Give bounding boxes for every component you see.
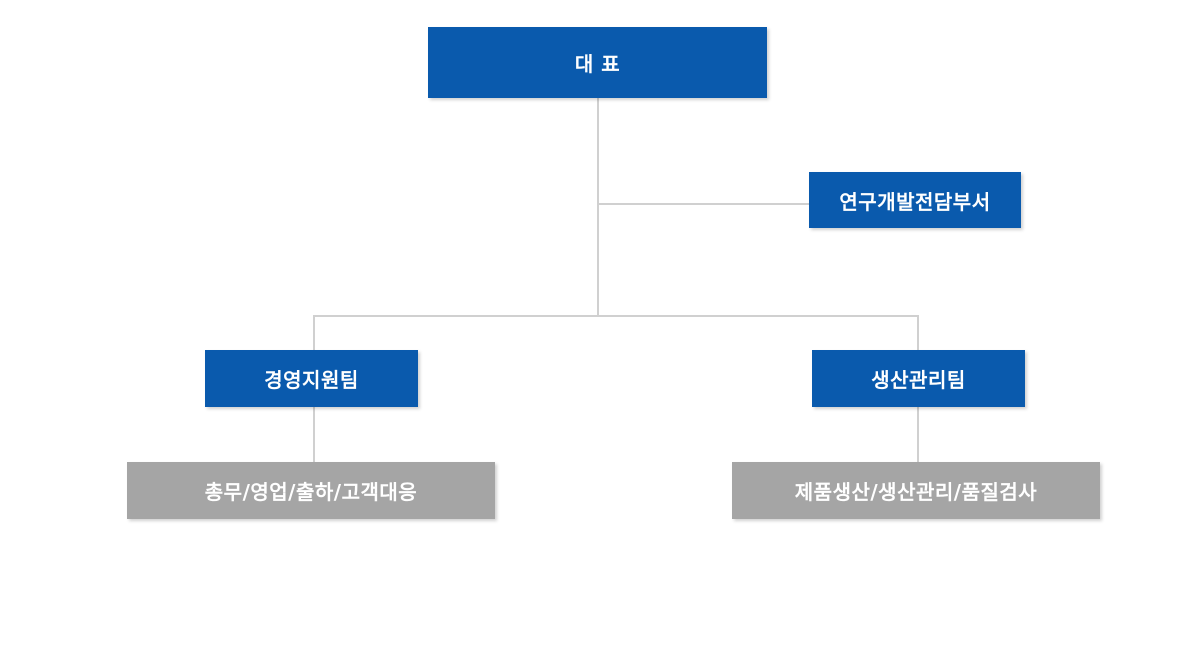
ceo-box: 대 표	[428, 27, 767, 98]
connector-teams-horizontal	[313, 315, 919, 317]
management-support-duties-label: 총무/영업/출하/고객대응	[204, 480, 418, 504]
connector-right-team	[917, 315, 919, 351]
rnd-department-label: 연구개발전담부서	[839, 189, 991, 214]
connector-left-team	[313, 315, 315, 351]
connector-rnd-branch	[598, 203, 810, 205]
rnd-department-box: 연구개발전담부서	[809, 172, 1021, 228]
management-support-team-box: 경영지원팀	[205, 350, 418, 407]
production-management-duties-label: 제품생산/생산관리/품질검사	[794, 480, 1038, 504]
ceo-label: 대 표	[574, 52, 621, 76]
management-support-duties-box: 총무/영업/출하/고객대응	[127, 462, 495, 519]
production-management-duties-box: 제품생산/생산관리/품질검사	[732, 462, 1100, 519]
connector-right-duties	[917, 407, 919, 463]
management-support-team-label: 경영지원팀	[264, 368, 359, 392]
connector-left-duties	[313, 407, 315, 463]
production-management-team-label: 생산관리팀	[871, 368, 966, 392]
production-management-team-box: 생산관리팀	[812, 350, 1025, 407]
connector-ceo-trunk	[597, 98, 599, 316]
